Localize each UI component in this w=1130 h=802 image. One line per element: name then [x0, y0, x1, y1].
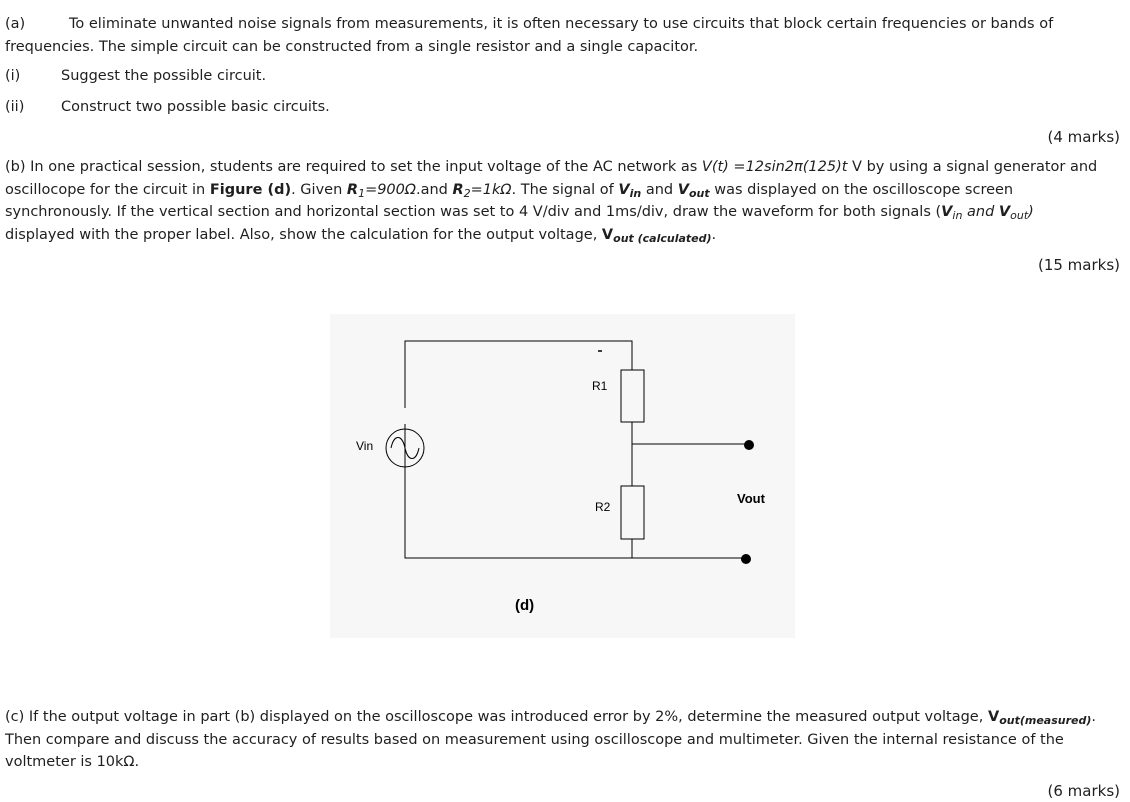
- part-b-text: . The signal of: [511, 182, 619, 198]
- figure-caption: (d): [515, 597, 534, 614]
- vmeas-symbol: V: [987, 709, 1000, 725]
- part-c-text: .: [1091, 709, 1096, 725]
- r2-subscript: 2: [463, 187, 471, 200]
- sig1-subscript: in: [952, 209, 963, 222]
- r1-label: R1: [592, 379, 608, 393]
- resistor-r2: [620, 485, 645, 540]
- vout-symbol: V: [677, 182, 689, 198]
- part-b-text: displayed with the proper label. Also, s…: [5, 227, 602, 243]
- vout-label: Vout: [737, 491, 766, 506]
- part-b-text: synchronously. If the vertical section a…: [5, 204, 942, 220]
- part-b-text: (b) In one practical session, students a…: [5, 159, 702, 175]
- r1-value: =900Ω: [365, 182, 416, 198]
- part-b-text: . Given: [291, 182, 347, 198]
- r2-label: R2: [595, 500, 611, 514]
- item-number: (ii): [5, 99, 25, 115]
- part-c-line2: Then compare and discuss the accuracy of…: [5, 732, 1064, 748]
- r2-symbol: R: [452, 182, 464, 198]
- vout-subscript: out: [688, 187, 710, 200]
- part-a-marks: (4 marks): [1047, 128, 1121, 146]
- sig2-subscript: out: [1010, 209, 1029, 222]
- part-a-label: (a): [5, 16, 26, 32]
- resistor-r1: [620, 369, 645, 423]
- part-b-line3: synchronously. If the vertical section a…: [5, 201, 1123, 223]
- vin-symbol: V: [618, 182, 630, 198]
- part-a-line1: (a) To eliminate unwanted noise signals f…: [5, 13, 1123, 35]
- part-a-item-ii: (ii) Construct two possible basic circuit…: [5, 96, 330, 118]
- vin-subscript: in: [629, 187, 642, 200]
- r1-subscript: 1: [358, 187, 366, 200]
- item-number: (i): [5, 68, 21, 84]
- figure-reference: Figure (d): [209, 182, 292, 198]
- item-text: Suggest the possible circuit.: [61, 68, 267, 84]
- output-terminal-top: [744, 440, 754, 450]
- vmeas-subscript: out(measured): [999, 714, 1092, 727]
- part-b-line1: (b) In one practical session, students a…: [5, 156, 1123, 178]
- item-text: Construct two possible basic circuits.: [61, 99, 330, 115]
- ac-source-sine-icon: [390, 437, 420, 459]
- part-c-line1: (c) If the output voltage in part (b) di…: [5, 706, 1123, 728]
- vcalc-subscript: out (calculated): [613, 232, 712, 245]
- r1-symbol: R: [346, 182, 359, 198]
- part-c-text: (c) If the output voltage in part (b) di…: [5, 709, 988, 725]
- circuit-figure: Vin R1 R2 Vout (d): [330, 314, 795, 638]
- part-b-text: oscillocope for the circuit in: [5, 182, 210, 198]
- vcalc-symbol: V: [601, 227, 614, 243]
- sig1-symbol: V: [941, 204, 953, 220]
- part-a-line2: frequencies. The simple circuit can be c…: [5, 39, 699, 55]
- part-b-line4: displayed with the proper label. Also, s…: [5, 224, 1123, 246]
- part-c-marks: (6 marks): [1047, 782, 1121, 800]
- part-b-text: and: [962, 204, 999, 220]
- circuit-diagram: Vin R1 R2 Vout (d): [356, 340, 766, 614]
- part-b-line2: oscillocope for the circuit in Figure (d…: [5, 179, 1123, 201]
- vin-label: Vin: [356, 439, 373, 453]
- voltage-equation: V(t) =12sin2π(125)t: [701, 159, 848, 175]
- top-wire: [404, 340, 633, 408]
- part-a-text-1: To eliminate unwanted noise signals from…: [69, 16, 1054, 32]
- sig2-symbol: V: [998, 204, 1011, 220]
- output-terminal-bottom: [741, 554, 751, 564]
- part-b-text: V by using a signal generator and: [847, 159, 1098, 175]
- bottom-wire: [404, 424, 747, 559]
- part-b-text: was displayed on the oscilloscope screen: [709, 182, 1014, 198]
- part-b-marks: (15 marks): [1037, 256, 1120, 274]
- part-b-text: .and: [415, 182, 453, 198]
- r2-value: =1kΩ: [470, 182, 512, 198]
- ac-source-circle: [385, 428, 425, 468]
- part-a-item-i: (i) Suggest the possible circuit.: [5, 65, 266, 87]
- part-b-text: and: [641, 182, 678, 198]
- part-b-text: .: [711, 227, 717, 243]
- part-b-text: ): [1028, 204, 1034, 220]
- part-c-line3: voltmeter is 10kΩ.: [5, 754, 140, 770]
